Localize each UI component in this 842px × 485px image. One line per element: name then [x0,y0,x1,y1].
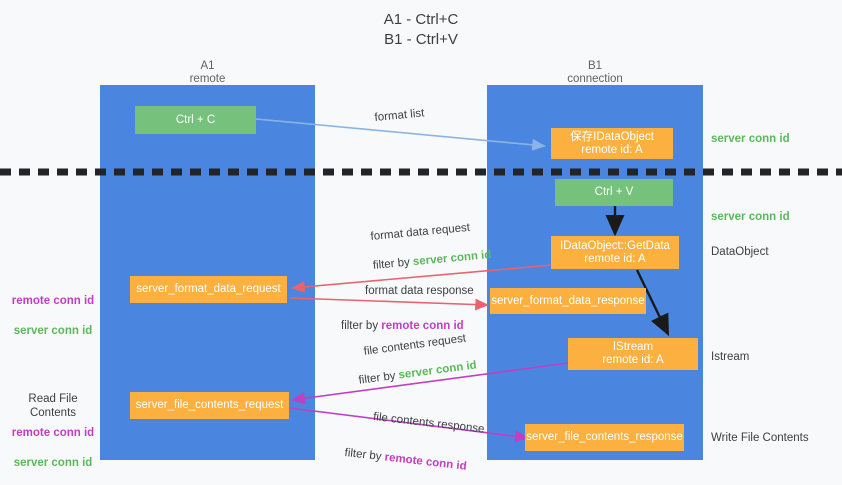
box-ctrl-v[interactable]: Ctrl + V [555,179,673,206]
left-remote-conn-id-file: remote conn id [11,427,95,439]
box-idataobject-getdata[interactable]: IDataObject::GetData remote id: A [551,236,679,269]
left-server-conn-id-format: server conn id [13,325,93,337]
page-title: A1 - Ctrl+C B1 - Ctrl+V [383,11,459,48]
box-server-file-contents-request[interactable]: server_file_contents_request [130,392,289,419]
filter-value-remote-conn-id-1: remote conn id [381,320,464,332]
filter-by-text-2: filter by [341,320,382,332]
box-ctrl-c[interactable]: Ctrl + C [135,106,256,134]
left-conn-id-group-format: remote conn id server conn id [7,279,99,339]
side-label-write-file-contents: Write File Contents [711,432,809,444]
column-header-b1: B1 connection [567,60,623,85]
box-istream[interactable]: IStream remote id: A [568,338,698,370]
arrow-label-file-contents-response-filter: filter by remote conn id [344,432,469,474]
side-label-server-conn-id-mid: server conn id [711,211,790,223]
filter-by-text-1: filter by [372,256,414,272]
left-label-read-file-contents: Read File Contents [28,393,78,419]
left-server-conn-id-file: server conn id [13,457,93,469]
side-label-dataobject: DataObject [711,246,769,258]
filter-by-text-3: filter by [357,369,400,387]
side-label-istream: Istream [711,351,750,363]
arrow-label-format-list: format list [374,107,425,124]
arrow-label-format-data-response-filter: filter by remote conn id [341,305,464,333]
side-label-server-conn-id-top: server conn id [711,133,790,145]
arrow-label-file-contents-response: file contents response [372,410,486,436]
left-remote-conn-id-format: remote conn id [11,295,95,307]
box-server-format-data-response[interactable]: server_format_data_response [490,288,646,314]
box-save-idataobject[interactable]: 保存IDataObject remote id: A [551,128,673,159]
filter-value-server-conn-id-2: server conn id [397,359,478,382]
box-server-file-contents-response[interactable]: server_file_contents_response [525,424,684,451]
filter-value-server-conn-id-1: server conn id [412,248,492,269]
left-conn-id-group-file: remote conn id server conn id [7,411,99,471]
box-server-format-data-request[interactable]: server_format_data_request [130,276,287,303]
arrow-label-format-data-response: format data response [365,285,474,297]
arrow-format-data-response [289,297,489,311]
column-header-a1: A1 remote [189,60,226,85]
filter-by-text-4: filter by [343,446,386,464]
filter-value-remote-conn-id-2: remote conn id [383,451,468,473]
